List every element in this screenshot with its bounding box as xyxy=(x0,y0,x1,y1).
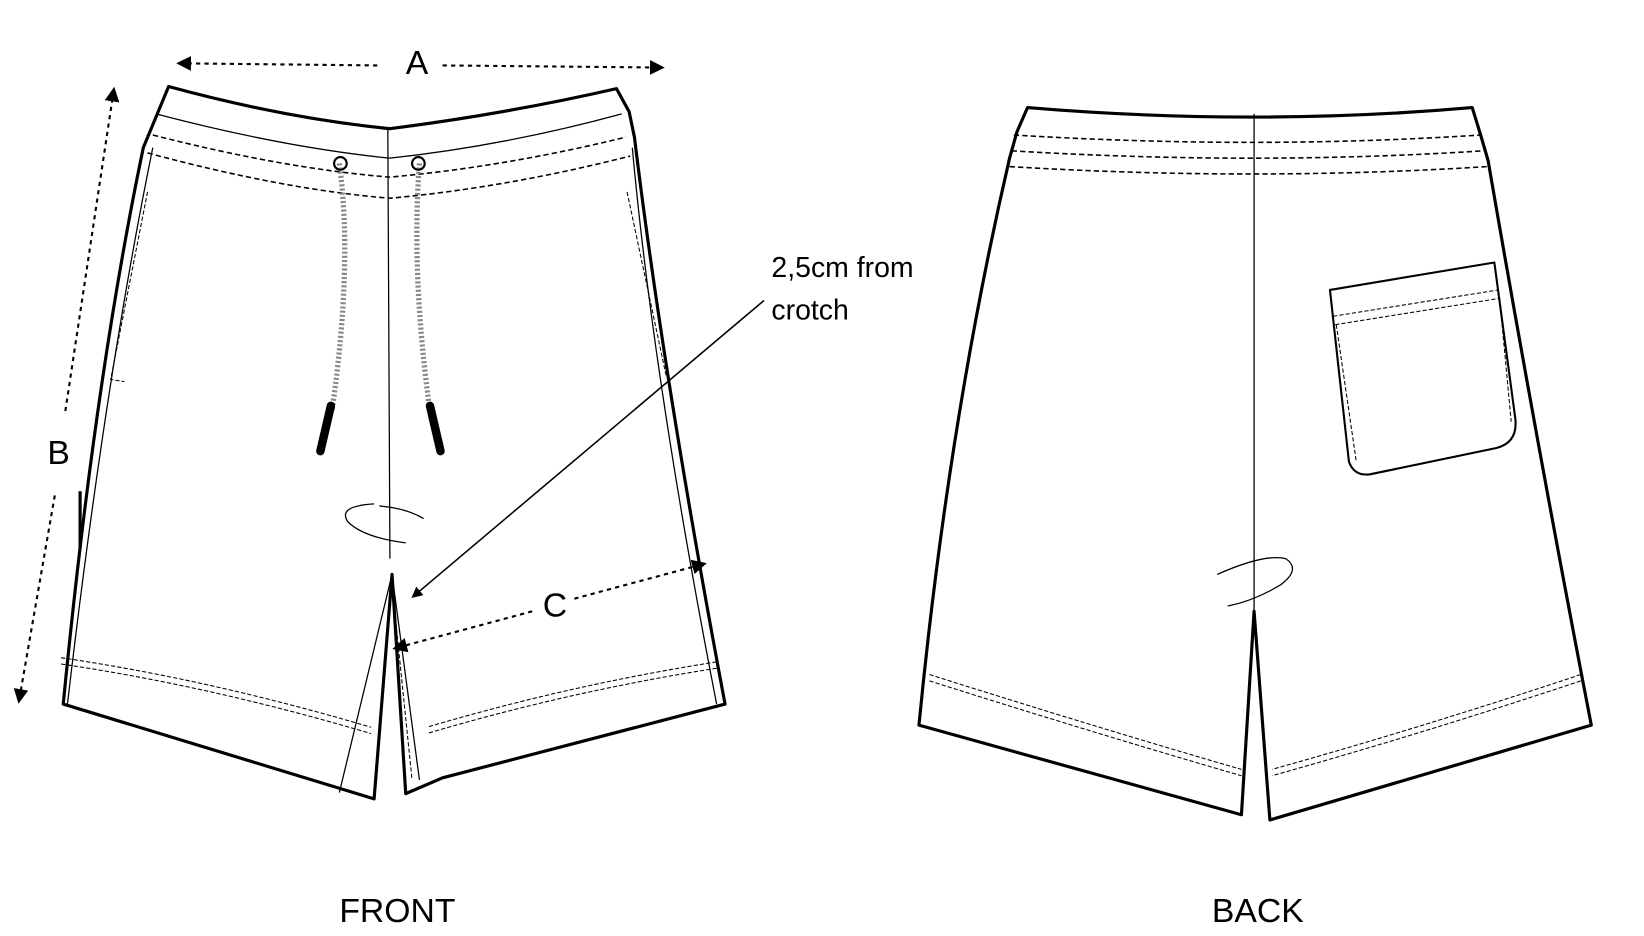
back-outline xyxy=(917,106,1593,822)
seat-stitch-mark xyxy=(1216,556,1293,607)
annotation-leader xyxy=(411,299,765,598)
annotation-line1: 2,5cm from xyxy=(771,252,913,284)
measure-c-arrow xyxy=(392,610,533,653)
back-label: BACK xyxy=(1212,892,1304,930)
drawcord xyxy=(316,156,445,456)
measure-b-arrow xyxy=(64,86,120,412)
fly-stitch-mark xyxy=(344,503,424,544)
front-label: FRONT xyxy=(339,892,455,930)
measure-a-arrow xyxy=(176,56,378,71)
measure-c-label: C xyxy=(543,587,567,625)
back-view: BACK xyxy=(917,106,1593,930)
front-view: A B C 2,5cm from crotch FRONT xyxy=(13,44,914,930)
front-outline xyxy=(61,84,727,801)
measure-b-label: B xyxy=(47,434,70,472)
annotation-line2: crotch xyxy=(771,294,848,326)
measure-a-label: A xyxy=(406,44,429,82)
back-pocket xyxy=(1328,261,1517,476)
